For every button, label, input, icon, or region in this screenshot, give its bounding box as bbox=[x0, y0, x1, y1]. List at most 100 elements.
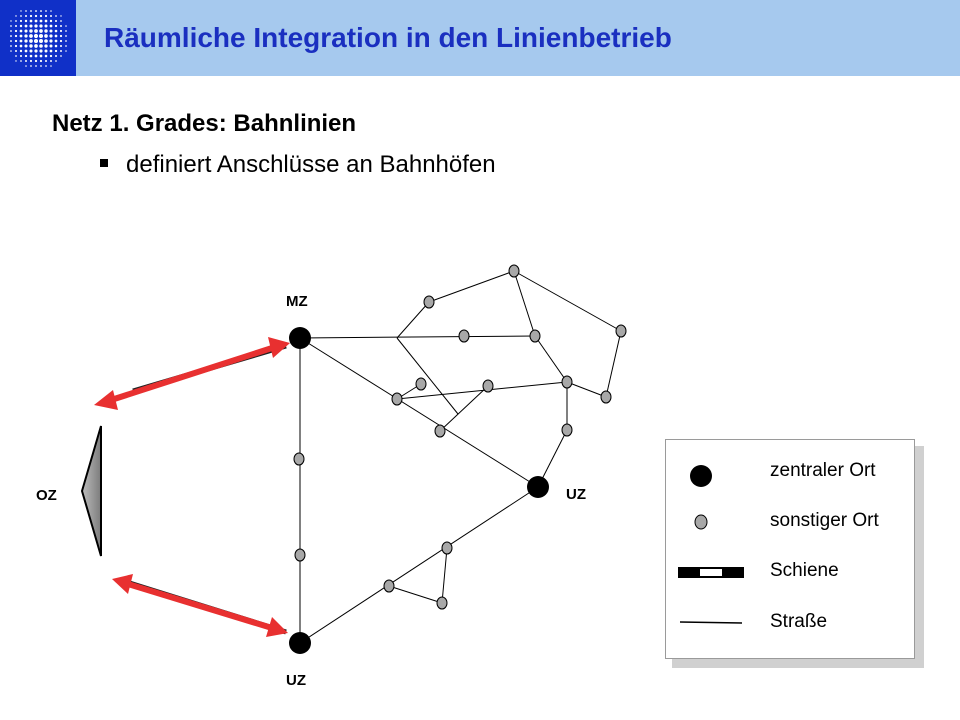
logo-dot bbox=[49, 34, 53, 38]
rail-line-icon bbox=[678, 567, 744, 578]
logo-dot bbox=[35, 10, 37, 12]
legend-label-other: sonstiger Ort bbox=[770, 510, 879, 531]
logo-dot bbox=[34, 49, 38, 53]
logo-dot bbox=[59, 34, 63, 38]
rail-arrow-bottom bbox=[112, 574, 288, 637]
small-node bbox=[434, 424, 446, 438]
logo-dot bbox=[10, 50, 12, 52]
road-segment bbox=[299, 335, 536, 339]
logo-dot bbox=[39, 59, 43, 63]
logo-dot bbox=[39, 24, 43, 28]
large-dot-icon bbox=[690, 465, 712, 487]
logo-dot bbox=[29, 19, 33, 23]
logo-dot bbox=[60, 50, 62, 52]
logo-dot bbox=[15, 15, 17, 17]
logo-dot bbox=[35, 65, 37, 67]
header-bar: Räumliche Integration in den Linienbetri… bbox=[0, 0, 960, 76]
logo-dot bbox=[49, 49, 53, 53]
logo-dot bbox=[24, 29, 28, 33]
logo-dot bbox=[44, 19, 48, 23]
logo-dot bbox=[10, 25, 12, 27]
logo-dot bbox=[10, 45, 12, 47]
logo-dot bbox=[14, 34, 18, 38]
logo-dot bbox=[59, 44, 63, 48]
logo-dot bbox=[44, 14, 48, 18]
logo-dot bbox=[24, 34, 28, 38]
logo-dot bbox=[54, 39, 58, 43]
logo-dot bbox=[24, 44, 28, 48]
logo-dot bbox=[54, 19, 58, 23]
road-segment bbox=[513, 270, 622, 332]
logo-dot bbox=[34, 14, 38, 18]
large-node-mz bbox=[289, 327, 311, 349]
logo-dot bbox=[25, 65, 27, 67]
logo-dot bbox=[45, 65, 47, 67]
bullet-square-icon bbox=[100, 158, 108, 167]
small-node bbox=[508, 264, 520, 278]
legend-label-central: zentraler Ort bbox=[770, 460, 876, 481]
small-node bbox=[293, 452, 305, 466]
logo-dot bbox=[39, 54, 43, 58]
road-segment bbox=[441, 547, 448, 604]
logo-dot bbox=[44, 29, 48, 33]
logo-dot bbox=[24, 14, 28, 18]
logo-dot bbox=[38, 38, 44, 44]
label-uz-bottom: UZ bbox=[286, 672, 306, 689]
small-node bbox=[600, 390, 612, 404]
small-node bbox=[482, 379, 494, 393]
rail-arrow-top bbox=[94, 337, 290, 410]
logo-dot bbox=[65, 45, 67, 47]
logo-dot bbox=[29, 54, 33, 58]
small-nodes bbox=[293, 264, 627, 610]
logo-dot bbox=[40, 65, 42, 67]
logo-dot bbox=[65, 35, 67, 37]
logo-dot bbox=[25, 60, 27, 62]
logo-dot bbox=[39, 44, 43, 48]
logo-dot bbox=[14, 39, 18, 43]
logo-dot bbox=[60, 25, 62, 27]
logo-dot bbox=[54, 34, 58, 38]
small-node bbox=[441, 541, 453, 555]
large-nodes bbox=[289, 327, 549, 654]
road-segment bbox=[299, 486, 539, 644]
small-node bbox=[294, 548, 306, 562]
logo-dot bbox=[39, 14, 43, 18]
logo-dot bbox=[54, 54, 58, 58]
small-node bbox=[561, 423, 573, 437]
logo-dot bbox=[50, 65, 52, 67]
small-node bbox=[391, 392, 403, 406]
logo-dot bbox=[54, 49, 58, 53]
logo-dot bbox=[55, 15, 57, 17]
road-segment bbox=[439, 385, 489, 432]
logo-dot bbox=[29, 39, 33, 43]
logo-dot bbox=[34, 24, 38, 28]
logo-dot bbox=[44, 54, 48, 58]
logo-dot bbox=[49, 29, 53, 33]
logo-dot bbox=[29, 34, 33, 38]
logo-dot bbox=[10, 35, 12, 37]
logo-dot bbox=[49, 44, 53, 48]
logo-dot bbox=[39, 49, 43, 53]
logo-dot bbox=[49, 39, 53, 43]
road-segment bbox=[534, 335, 568, 383]
logo-dot-pattern bbox=[10, 10, 67, 67]
logo-dot bbox=[65, 30, 67, 32]
logo-dot bbox=[29, 44, 33, 48]
road-segment bbox=[605, 330, 622, 398]
logo-dot bbox=[29, 24, 33, 28]
logo-dot bbox=[14, 29, 18, 33]
bullet-item: definiert Anschlüsse an Bahnhöfen bbox=[100, 151, 496, 179]
logo-dot bbox=[25, 10, 27, 12]
legend-label-road: Straße bbox=[770, 611, 828, 632]
road-segment bbox=[396, 301, 430, 339]
logo-dot bbox=[15, 55, 17, 57]
logo-dot bbox=[55, 60, 57, 62]
section-heading: Netz 1. Grades: Bahnlinien bbox=[52, 110, 357, 137]
logo-dot bbox=[24, 24, 28, 28]
small-node bbox=[383, 579, 395, 593]
small-dot-icon bbox=[694, 514, 708, 530]
university-logo bbox=[0, 0, 76, 76]
logo-dot bbox=[34, 54, 38, 58]
logo-dot bbox=[34, 19, 38, 23]
